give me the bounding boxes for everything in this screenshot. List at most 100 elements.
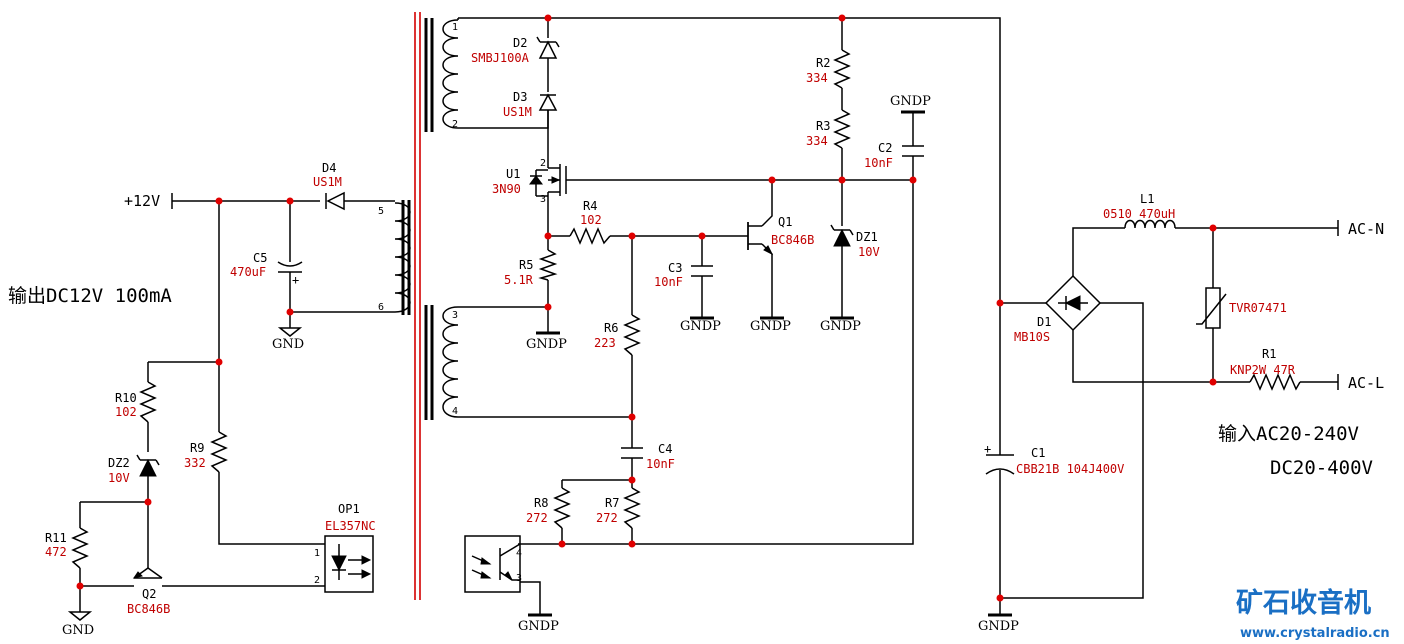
gndp-label: GNDP bbox=[680, 319, 721, 334]
op-pin-1: 1 bbox=[314, 548, 320, 559]
gndp-symbol-dz1: GNDP bbox=[820, 316, 861, 334]
input-spec-note-2: DC20-400V bbox=[1270, 457, 1373, 479]
zener-dz2: DZ2 10V bbox=[108, 454, 160, 485]
d4-value: US1M bbox=[313, 175, 342, 189]
gndp-label: GNDP bbox=[518, 619, 559, 634]
pin-4: 4 bbox=[452, 406, 458, 417]
r6-value: 223 bbox=[594, 336, 616, 350]
junction-dots bbox=[76, 14, 1217, 602]
r9-value: 332 bbox=[184, 456, 206, 470]
mosfet-u1: 2 3 U1 3N90 bbox=[492, 158, 572, 205]
inductor-l1: L1 0510 470uH bbox=[1103, 192, 1176, 229]
gnd-symbol-c5: GND bbox=[272, 327, 304, 352]
optocoupler-input: 1 2 OP1 EL357NC bbox=[314, 502, 376, 593]
r10-value: 102 bbox=[115, 405, 137, 419]
c5-plus: + bbox=[292, 273, 299, 287]
q1-value: BC846B bbox=[771, 233, 814, 247]
gnd-label: GND bbox=[62, 623, 94, 638]
r11-value: 472 bbox=[45, 545, 67, 559]
c2-value: 10nF bbox=[864, 156, 893, 170]
c1-value: CBB21B 104J400V bbox=[1016, 462, 1124, 476]
c2-ref: C2 bbox=[878, 141, 892, 155]
d2-value: SMBJ100A bbox=[471, 51, 530, 65]
d2-ref: D2 bbox=[513, 36, 527, 50]
capacitor-c3: C3 10nF bbox=[654, 261, 713, 289]
d3-value: US1M bbox=[503, 105, 532, 119]
u1-pin-3: 3 bbox=[540, 194, 546, 205]
winding-3-4 bbox=[442, 306, 459, 418]
c4-ref: C4 bbox=[658, 442, 672, 456]
winding-1-2 bbox=[442, 19, 459, 129]
transformer: 1 2 3 4 5 6 bbox=[378, 12, 459, 600]
resistor-r4: R4 102 bbox=[569, 199, 611, 245]
capacitor-c2: C2 10nF bbox=[864, 141, 924, 170]
r8-ref: R8 bbox=[534, 496, 548, 510]
op1-value: EL357NC bbox=[325, 519, 376, 533]
capacitor-c5: + C5 470uF bbox=[230, 251, 303, 287]
d1-ref: D1 bbox=[1037, 315, 1051, 329]
gndp-label: GNDP bbox=[890, 94, 931, 109]
resistor-r3: R3 334 bbox=[806, 109, 851, 149]
r5-value: 5.1R bbox=[504, 273, 534, 287]
zener-dz1: DZ1 10V bbox=[830, 224, 880, 259]
gndp-symbol-r5: GNDP bbox=[526, 331, 567, 352]
diode-d3: D3 US1M bbox=[503, 90, 558, 119]
resistor-r11: R11 472 bbox=[45, 527, 89, 569]
r4-value: 102 bbox=[580, 213, 602, 227]
r1-ref: R1 bbox=[1262, 347, 1276, 361]
dz2-ref: DZ2 bbox=[108, 456, 130, 470]
varistor: TVR07471 bbox=[1196, 287, 1287, 329]
op-pin-4: 4 bbox=[516, 548, 522, 559]
dz1-value: 10V bbox=[858, 245, 880, 259]
optocoupler-output: 4 3 bbox=[464, 535, 522, 593]
input-spec-note-1: 输入AC20-240V bbox=[1218, 423, 1359, 445]
resistor-r10: R10 102 bbox=[115, 381, 157, 423]
gnd-label: GND bbox=[272, 337, 304, 352]
r4-ref: R4 bbox=[583, 199, 597, 213]
r10-ref: R10 bbox=[115, 391, 137, 405]
gndp-symbol-c1: GNDP bbox=[978, 613, 1019, 634]
resistor-r6: R6 223 bbox=[594, 314, 641, 356]
pin-3: 3 bbox=[452, 310, 458, 321]
terminal-ac-n: AC-N bbox=[1337, 220, 1384, 238]
resistor-r1: R1 KNP2W 47R bbox=[1230, 347, 1301, 391]
resistor-r7: R7 272 bbox=[596, 487, 641, 529]
winding-5-6 bbox=[394, 202, 411, 313]
r8-value: 272 bbox=[526, 511, 548, 525]
pin-2: 2 bbox=[452, 119, 458, 130]
site-logo: 矿石收音机 bbox=[1236, 587, 1371, 619]
r2-ref: R2 bbox=[816, 56, 830, 70]
r5-ref: R5 bbox=[519, 258, 533, 272]
d1-value: MB10S bbox=[1014, 330, 1050, 344]
diode-d4: D4 US1M bbox=[313, 161, 345, 211]
gndp-symbol-c3: GNDP bbox=[680, 316, 721, 334]
gndp-label: GNDP bbox=[750, 319, 791, 334]
r2-value: 334 bbox=[806, 71, 828, 85]
r9-ref: R9 bbox=[190, 441, 204, 455]
op-pin-2: 2 bbox=[314, 575, 320, 586]
r3-ref: R3 bbox=[816, 119, 830, 133]
capacitor-c4: C4 10nF bbox=[621, 442, 675, 471]
plus12v-label: +12V bbox=[124, 192, 160, 210]
r6-ref: R6 bbox=[604, 321, 618, 335]
varistor-value: TVR07471 bbox=[1229, 301, 1287, 315]
pin-6: 6 bbox=[378, 302, 384, 313]
ac-l-label: AC-L bbox=[1348, 374, 1384, 392]
gndp-symbol-opto: GNDP bbox=[518, 613, 559, 634]
c5-value: 470uF bbox=[230, 265, 266, 279]
diode-d2: D2 SMBJ100A bbox=[471, 36, 560, 65]
gndp-symbol-c2: GNDP bbox=[890, 94, 931, 114]
c1-plus: + bbox=[984, 442, 991, 456]
q2-ref: Q2 bbox=[142, 587, 156, 601]
l1-ref: L1 bbox=[1140, 192, 1154, 206]
gndp-label: GNDP bbox=[820, 319, 861, 334]
site-url: www.crystalradio.cn bbox=[1240, 626, 1390, 641]
resistor-r8: R8 272 bbox=[526, 487, 571, 529]
resistor-r9: R9 332 bbox=[184, 431, 228, 473]
gndp-label: GNDP bbox=[526, 337, 567, 352]
capacitor-c1: + C1 CBB21B 104J400V bbox=[984, 442, 1124, 476]
r1-value: KNP2W 47R bbox=[1230, 363, 1296, 377]
d3-ref: D3 bbox=[513, 90, 527, 104]
terminal-plus12v: +12V bbox=[124, 192, 173, 210]
ac-n-label: AC-N bbox=[1348, 220, 1384, 238]
